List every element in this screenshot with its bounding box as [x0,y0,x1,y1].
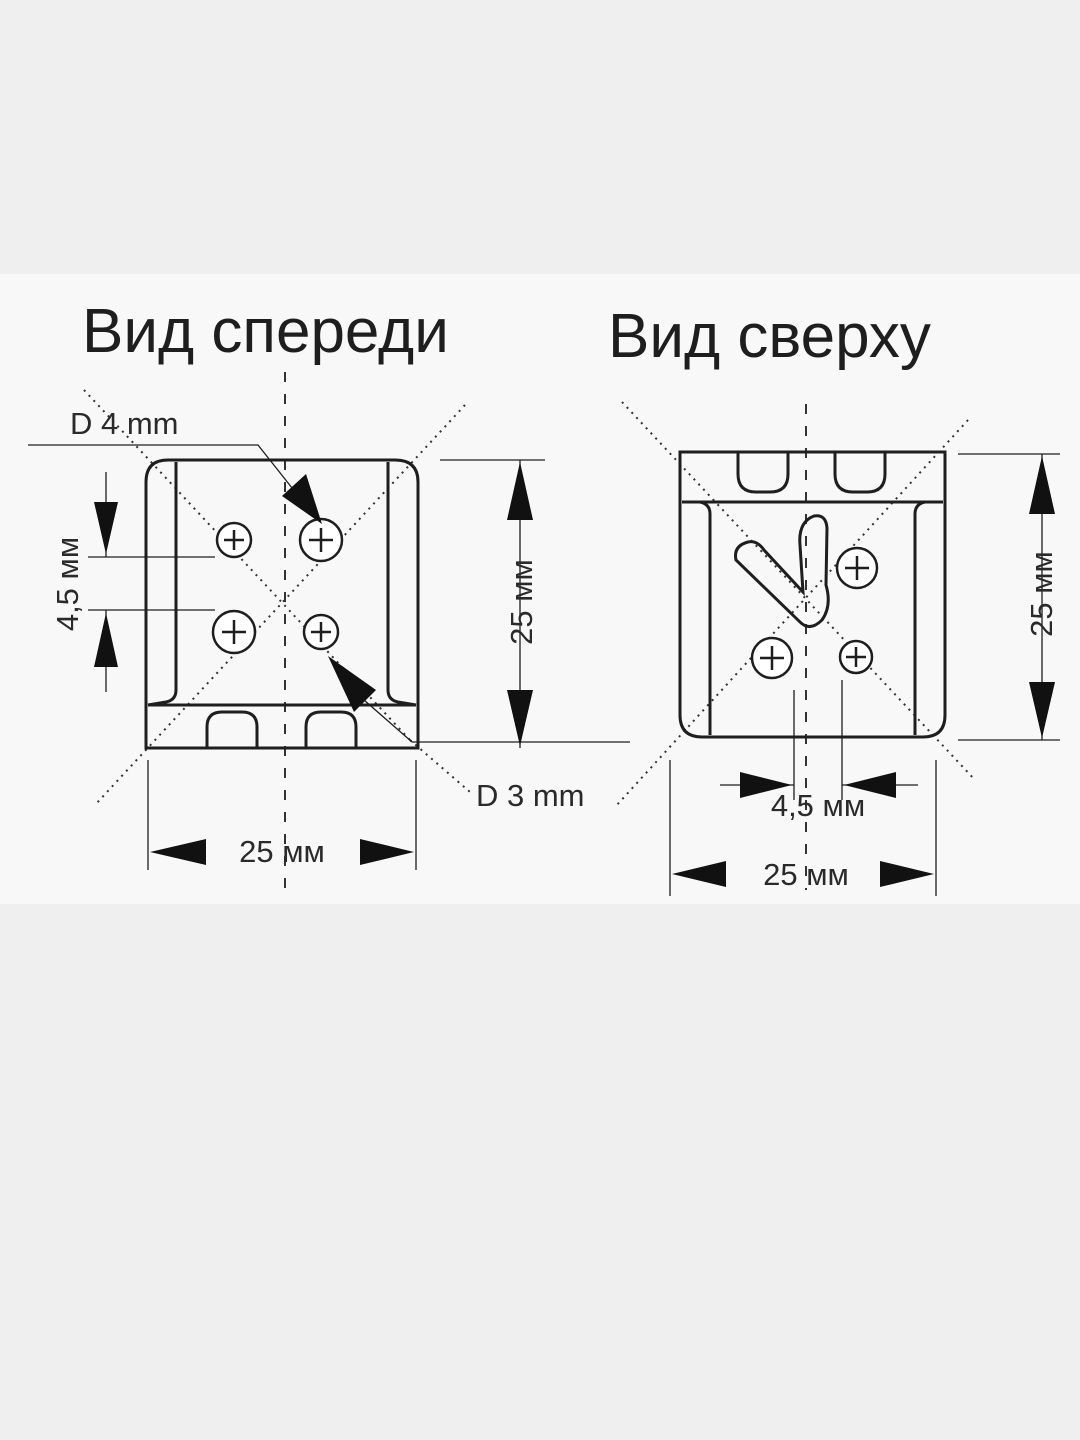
top-slot-right [833,452,887,494]
top-spacing-arrow-right [844,772,896,798]
front-width-arrow-left [150,839,206,865]
top-view-title: Вид сверху [608,302,931,371]
front-spacing-label: 4,5 мм [50,537,85,631]
top-bracket-outline [678,450,947,739]
top-screw-bottom-left [750,636,794,680]
front-slot-left [205,710,259,748]
top-height-arrow-top [1029,456,1055,514]
front-spacing-arrow-top [94,502,118,554]
top-screw-top-right [835,546,879,590]
front-width-label: 25 мм [239,834,325,869]
front-view: Вид спереди [28,297,630,890]
top-right-flange [913,500,943,735]
top-screw-bottom-right [838,639,874,675]
front-screw-top-left [215,521,253,559]
top-left-flange [682,500,712,735]
top-slot-left [736,452,790,494]
front-width-arrow-right [360,839,414,865]
top-diagonal-1 [621,401,976,781]
drawing-panel [0,274,1080,904]
front-hole-small-leader [363,699,630,743]
front-right-flange [386,462,417,707]
top-diagonal-2 [615,419,969,807]
front-screw-bottom-right [302,613,340,651]
top-spacing-arrow-left [740,772,792,798]
top-view: Вид сверху [608,302,1060,896]
front-slot-right [304,710,358,748]
front-left-flange [147,462,178,707]
front-height-arrow-bottom [507,690,533,746]
top-height-arrow-bottom [1029,682,1055,738]
front-diagonal-1 [83,389,411,741]
top-width-label: 25 мм [763,857,849,892]
top-spacing-label: 4,5 мм [771,788,865,823]
top-width-arrow-right [880,861,934,887]
front-spacing-arrow-bottom [94,613,118,667]
front-hole-small-label: D 3 mm [476,778,585,813]
front-screw-top-right [298,517,344,563]
front-hole-large-leader [28,444,301,499]
front-height-arrow-top [507,462,533,520]
front-hole-large-arrow [282,474,322,524]
top-width-arrow-left [672,861,726,887]
front-hole-large-label: D 4 mm [70,406,179,441]
front-hole-small-arrow [328,656,376,712]
front-height-label: 25 мм [504,559,539,645]
top-height-label: 25 мм [1024,551,1059,637]
front-view-title: Вид спереди [82,297,449,366]
front-bracket-outline [144,458,420,750]
top-v-clip [734,514,830,628]
front-screw-bottom-left [211,609,257,655]
